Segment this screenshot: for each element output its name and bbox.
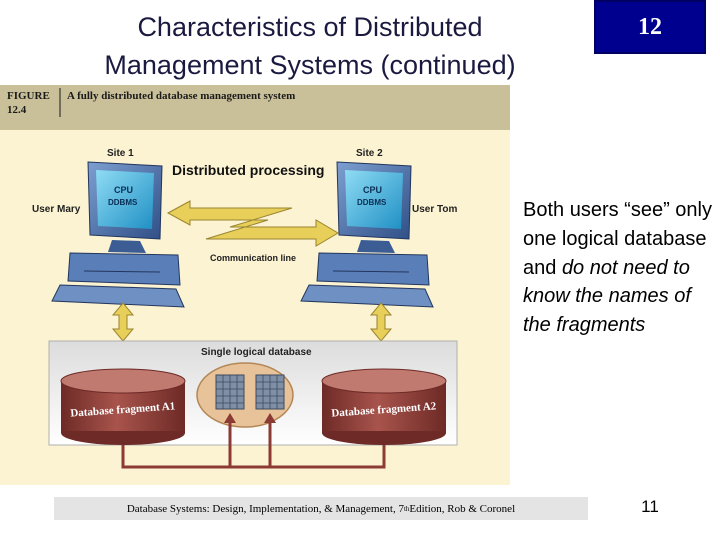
chapter-number-badge: 12	[594, 0, 706, 54]
computer-site-1-icon: CPU DDBMS	[51, 161, 185, 308]
computer-site-2-icon: CPU DDBMS	[300, 161, 434, 308]
figure-distributed-dbms: FIGURE 12.4 A fully distributed database…	[0, 85, 510, 485]
figure-caption: A fully distributed database management …	[67, 90, 295, 102]
footer-text-after: Edition, Rob & Coronel	[409, 502, 516, 515]
logical-database-disk-icon	[196, 362, 294, 428]
database-fragment-a2-cylinder: Database fragment A2	[321, 368, 447, 445]
site-1-link-arrow	[111, 302, 135, 342]
site-1-ddbms-label: DDBMS	[108, 198, 138, 207]
site-2-link-arrow	[369, 302, 393, 342]
site-1-label: Site 1	[107, 148, 134, 159]
site-2-ddbms-label: DDBMS	[357, 198, 387, 207]
caption-band	[0, 85, 510, 130]
database-fragment-a1-cylinder: Database fragment A1	[60, 368, 186, 445]
figure-illustration: FIGURE 12.4 A fully distributed database…	[0, 85, 510, 469]
user-tom-label: User Tom	[412, 204, 457, 215]
slide-title-line-1: Characteristics of Distributed	[137, 12, 483, 42]
site-2-label: Site 2	[356, 148, 383, 159]
slide-title: Characteristics of Distributed Managemen…	[40, 8, 580, 84]
footer-text-before: Database Systems: Design, Implementation…	[126, 502, 404, 515]
user-mary-label: User Mary	[32, 204, 81, 215]
site-1-cpu-label: CPU	[114, 185, 133, 195]
single-logical-database-label: Single logical database	[201, 347, 312, 358]
figure-label-word: FIGURE	[7, 90, 50, 102]
footer-citation: Database Systems: Design, Implementation…	[54, 497, 588, 520]
fragment-connector-lines	[121, 413, 386, 469]
site-2-cpu-label: CPU	[363, 185, 382, 195]
explanation-text-italic: do not need to know the names of the fra…	[523, 256, 691, 337]
figure-label-number: 12.4	[7, 104, 27, 116]
page-number: 11	[641, 497, 659, 516]
communication-line-label: Communication line	[210, 253, 296, 263]
explanation-text-plain: Both users “see” only one logical databa…	[523, 199, 712, 279]
distributed-processing-heading: Distributed processing	[172, 162, 324, 178]
slide-title-line-2: Management Systems (continued)	[104, 50, 516, 80]
communication-line-arrow	[166, 200, 339, 247]
explanation-text: Both users “see” only one logical databa…	[523, 196, 713, 340]
